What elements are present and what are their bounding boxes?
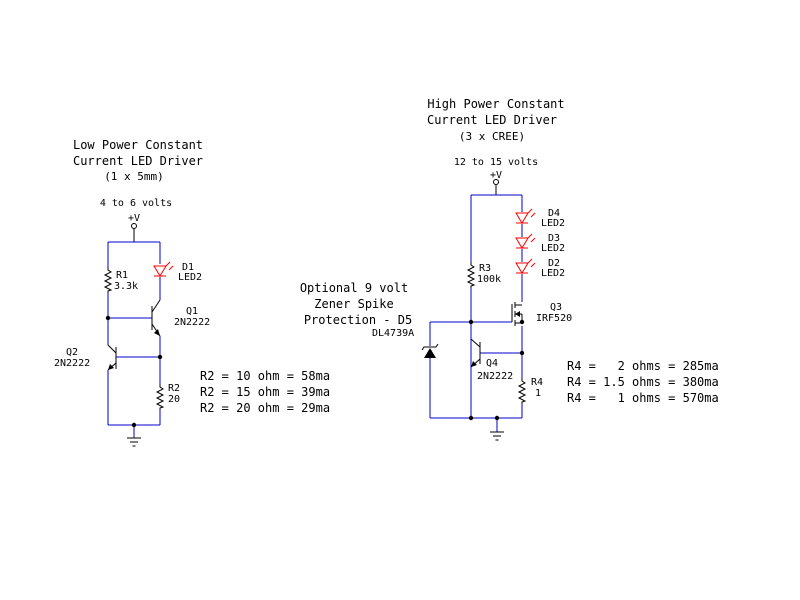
high-junction [519, 350, 525, 356]
q1-value: 2N2222 [174, 317, 210, 328]
high-junction [468, 415, 474, 421]
q3-value: IRF520 [536, 313, 572, 324]
d4-led-symbol [515, 208, 536, 224]
high-title-line3: (3 x CREE) [459, 130, 525, 143]
r3-ref: R3 [479, 263, 491, 274]
q2-transistor-symbol [107, 344, 117, 371]
high-supply-label: 12 to 15 volts [454, 157, 538, 168]
r4-resistor-symbol [517, 378, 527, 404]
d3-led-symbol [515, 233, 536, 249]
q3-mosfet-symbol [511, 302, 523, 326]
d1-led-symbol [153, 261, 174, 277]
q1-transistor-symbol [151, 299, 161, 337]
high-junction [468, 319, 474, 325]
d3-ref: D3 [548, 233, 560, 244]
r2-value: 20 [168, 394, 180, 405]
high-table-row: R4 = 1 ohms = 570ma [567, 391, 719, 405]
d2-ref: D2 [548, 258, 560, 269]
low-title-line3: (1 x 5mm) [104, 170, 164, 183]
low-ground-icon [127, 437, 141, 447]
q4-ref: Q4 [486, 358, 498, 369]
low-table-row: R2 = 15 ohm = 39ma [200, 385, 330, 399]
low-vplus-label: +V [128, 213, 140, 224]
low-wires [107, 241, 161, 438]
r4-value: 1 [535, 388, 541, 399]
low-junction [105, 315, 111, 321]
low-table-row: R2 = 20 ohm = 29ma [200, 401, 330, 415]
high-power-circuit: High Power Constant Current LED Driver (… [300, 97, 719, 441]
low-power-circuit: Low Power Constant Current LED Driver (1… [54, 138, 330, 447]
r1-resistor-symbol [103, 267, 113, 293]
r3-value: 100k [477, 274, 501, 285]
d1-value: LED2 [178, 272, 202, 283]
q1-ref: Q1 [186, 306, 198, 317]
d5-value: DL4739A [372, 328, 414, 339]
d4-ref: D4 [548, 208, 560, 219]
high-ground-icon [490, 431, 504, 441]
q4-value: 2N2222 [477, 371, 513, 382]
r1-value: 3.3k [114, 281, 138, 292]
r4-ref: R4 [531, 377, 543, 388]
high-vplus-label: +V [490, 170, 502, 181]
q2-value: 2N2222 [54, 358, 90, 369]
low-title-line1: Low Power Constant [73, 138, 203, 152]
zener-note-line3: Protection - D5 [304, 313, 412, 327]
high-title-line2: Current LED Driver [427, 113, 557, 127]
r1-ref: R1 [116, 270, 128, 281]
low-vplus-terminal [131, 223, 137, 229]
high-table-row: R4 = 2 ohms = 285ma [567, 359, 719, 373]
r2-ref: R2 [168, 383, 180, 394]
q3-ref: Q3 [550, 302, 562, 313]
high-table-row: R4 = 1.5 ohms = 380ma [567, 375, 719, 389]
d4-value: LED2 [541, 218, 565, 229]
q4-transistor-symbol [470, 338, 481, 368]
d3-value: LED2 [541, 243, 565, 254]
low-supply-label: 4 to 6 volts [100, 198, 172, 209]
low-table-row: R2 = 10 ohm = 58ma [200, 369, 330, 383]
high-title-line1: High Power Constant [427, 97, 564, 111]
d5-zener-symbol [421, 343, 439, 358]
zener-note-line1: Optional 9 volt [300, 281, 408, 295]
high-junction [494, 415, 500, 421]
d2-value: LED2 [541, 268, 565, 279]
r2-resistor-symbol [155, 384, 165, 410]
low-junction [131, 422, 137, 428]
zener-note-line2: Zener Spike [314, 297, 393, 311]
low-title-line2: Current LED Driver [73, 154, 203, 168]
d2-led-symbol [515, 258, 536, 274]
high-wires [429, 194, 523, 432]
q2-ref: Q2 [66, 347, 78, 358]
d1-ref: D1 [182, 262, 194, 273]
low-junction [157, 354, 163, 360]
r3-resistor-symbol [466, 262, 476, 288]
